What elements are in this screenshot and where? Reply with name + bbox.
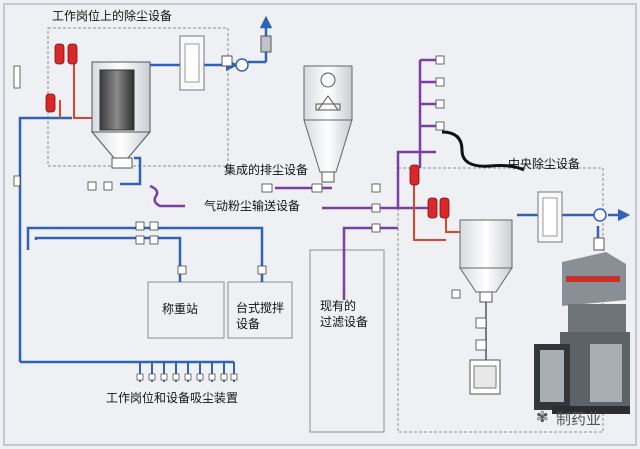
filter-cartridges xyxy=(45,43,450,219)
central-fan-icon xyxy=(593,208,607,222)
label-central-dust: 中央除尘设备 xyxy=(508,157,581,171)
existing-filter-box xyxy=(309,249,385,433)
exhaust-silencer xyxy=(260,35,272,53)
red-pipes xyxy=(59,60,460,241)
label-table-mixer-line2: 设备 xyxy=(236,317,261,331)
weighing-station-box xyxy=(147,281,225,339)
fan-icon xyxy=(235,58,249,72)
flexible-hose xyxy=(441,130,525,172)
outer-frame xyxy=(3,3,637,446)
workstation-collector xyxy=(90,61,152,169)
label-suction-device: 工作岗位和设备吸尘装置 xyxy=(106,391,239,405)
valves xyxy=(13,55,487,351)
dust-collector-machine xyxy=(534,252,630,414)
label-pneumatic-conveying: 气动粉尘输送设备 xyxy=(204,199,301,213)
purple-pipes xyxy=(149,58,440,300)
label-workstation-dust: 工作岗位上的除尘设备 xyxy=(52,9,173,23)
central-collector xyxy=(459,219,513,303)
watermark-text: 制药业 xyxy=(556,410,602,428)
wechat-icon: ✾ xyxy=(536,408,549,426)
label-weighing-station: 称重站 xyxy=(162,302,199,316)
table-mixer-box xyxy=(227,281,293,339)
label-integrated-exhaust: 集成的排尘设备 xyxy=(224,163,309,177)
blue-pipes xyxy=(18,15,631,364)
label-existing-filter-line1: 现有的 xyxy=(320,299,357,313)
label-existing-filter-line2: 过滤设备 xyxy=(320,315,369,329)
silo xyxy=(303,65,353,183)
label-table-mixer-line1: 台式搅拌 xyxy=(236,301,285,315)
